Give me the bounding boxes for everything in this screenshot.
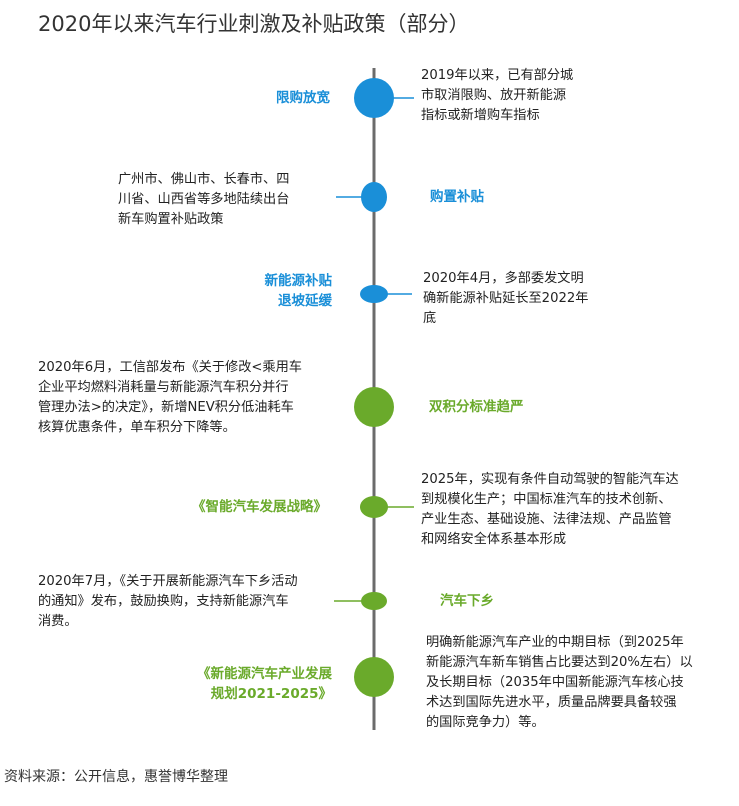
event-label: 双积分标准趋严: [429, 399, 524, 415]
event-label: 《新能源汽车产业发展 规划2021-2025》: [197, 666, 332, 702]
page-title: 2020年以来汽车行业刺激及补贴政策（部分）: [38, 12, 470, 36]
event-detail: 广州市、佛山市、长春市、四 川省、山西省等多地陆续出台 新车购置补贴政策: [118, 172, 290, 227]
event-detail: 2020年6月，工信部发布《关于修改<乘用车 企业平均燃料消耗量与新能源汽车积分…: [38, 360, 302, 435]
timeline-node: [361, 592, 387, 610]
event-label: 《智能汽车发展战略》: [192, 499, 327, 515]
timeline-node: [354, 657, 394, 697]
timeline-node: [361, 182, 387, 212]
timeline-node: [360, 285, 388, 303]
timeline-node: [354, 78, 394, 118]
event-label: 限购放宽: [276, 90, 330, 106]
event-detail: 2019年以来，已有部分城 市取消限购、放开新能源 指标或新增购车指标: [421, 68, 574, 123]
event-label: 购置补贴: [430, 189, 484, 205]
timeline-node: [360, 496, 388, 518]
event-label: 新能源补贴 退坡延缓: [264, 273, 333, 309]
event-detail: 2020年4月，多部委发文明 确新能源补贴延长至2022年 底: [423, 271, 589, 326]
event-detail: 2020年7月，《关于开展新能源汽车下乡活动 的通知》发布，鼓励换购，支持新能源…: [38, 574, 298, 629]
event-label: 汽车下乡: [440, 593, 494, 609]
event-detail: 2025年，实现有条件自动驾驶的智能汽车达 到规模化生产；中国标准汽车的技术创新…: [421, 472, 679, 547]
source-note: 资料来源：公开信息，惠誉博华整理: [4, 769, 228, 785]
timeline-node: [354, 387, 394, 427]
event-detail: 明确新能源汽车产业的中期目标（到2025年 新能源汽车新车销售占比要达到20%左…: [426, 635, 693, 730]
